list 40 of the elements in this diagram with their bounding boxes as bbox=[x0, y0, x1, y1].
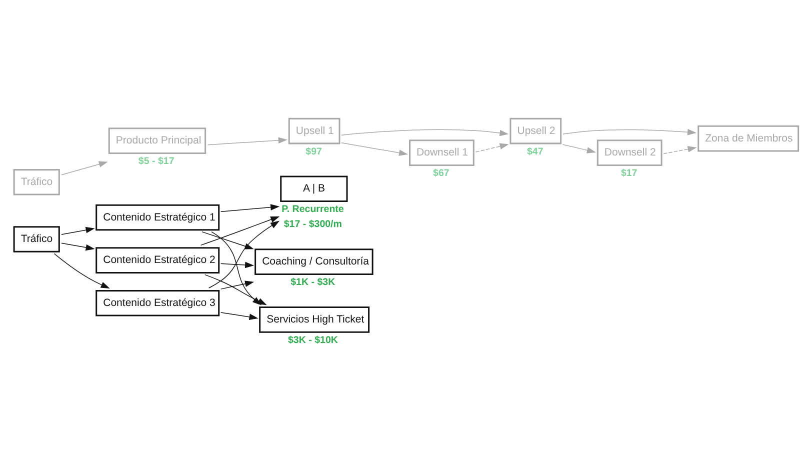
node-box: Contenido Estratégico 1 bbox=[96, 204, 220, 231]
arrow bbox=[562, 128, 697, 136]
node-box: Coaching / Consultoría bbox=[254, 248, 374, 275]
arrow bbox=[54, 253, 110, 288]
node-label: $17 - $300/m bbox=[284, 219, 342, 230]
arrow bbox=[663, 146, 697, 154]
arrow bbox=[207, 137, 288, 146]
arrow bbox=[61, 242, 95, 251]
node-box: Tráfico bbox=[13, 226, 60, 252]
node-box: Servicios High Ticket bbox=[259, 306, 370, 333]
arrow bbox=[562, 144, 596, 154]
node-box: Downsell 1 bbox=[409, 140, 474, 166]
arrow bbox=[220, 262, 254, 268]
arrow bbox=[475, 143, 509, 152]
arrow bbox=[220, 312, 258, 320]
arrow bbox=[208, 220, 280, 288]
node-label: P. Recurrente bbox=[282, 204, 344, 216]
node-box: Tráfico bbox=[13, 169, 60, 196]
node-box: Producto Principal bbox=[108, 128, 206, 154]
node-box: Upsell 2 bbox=[510, 118, 562, 144]
node-box: Downsell 2 bbox=[596, 140, 662, 166]
node-label: $97 bbox=[306, 146, 322, 158]
arrow bbox=[341, 142, 408, 156]
node-label: $1K - $3K bbox=[290, 277, 336, 288]
node-label: $3K - $10K bbox=[288, 334, 338, 346]
arrow bbox=[220, 204, 280, 212]
node-box: Contenido Estratégico 3 bbox=[96, 290, 220, 316]
node-box: Contenido Estratégico 2 bbox=[96, 247, 220, 274]
node-box: A | B bbox=[280, 176, 348, 202]
node-label: $47 bbox=[527, 146, 544, 158]
arrow bbox=[220, 280, 254, 290]
node-label: $67 bbox=[433, 168, 450, 180]
arrow bbox=[200, 216, 280, 246]
node-label: $5 - $17 bbox=[138, 156, 174, 168]
node-box: Upsell 1 bbox=[288, 118, 340, 144]
arrow bbox=[341, 129, 509, 136]
node-label: $17 bbox=[620, 168, 638, 180]
arrow bbox=[61, 161, 108, 176]
arrow bbox=[61, 226, 95, 235]
node-box: Zona de Miembros bbox=[698, 125, 800, 152]
